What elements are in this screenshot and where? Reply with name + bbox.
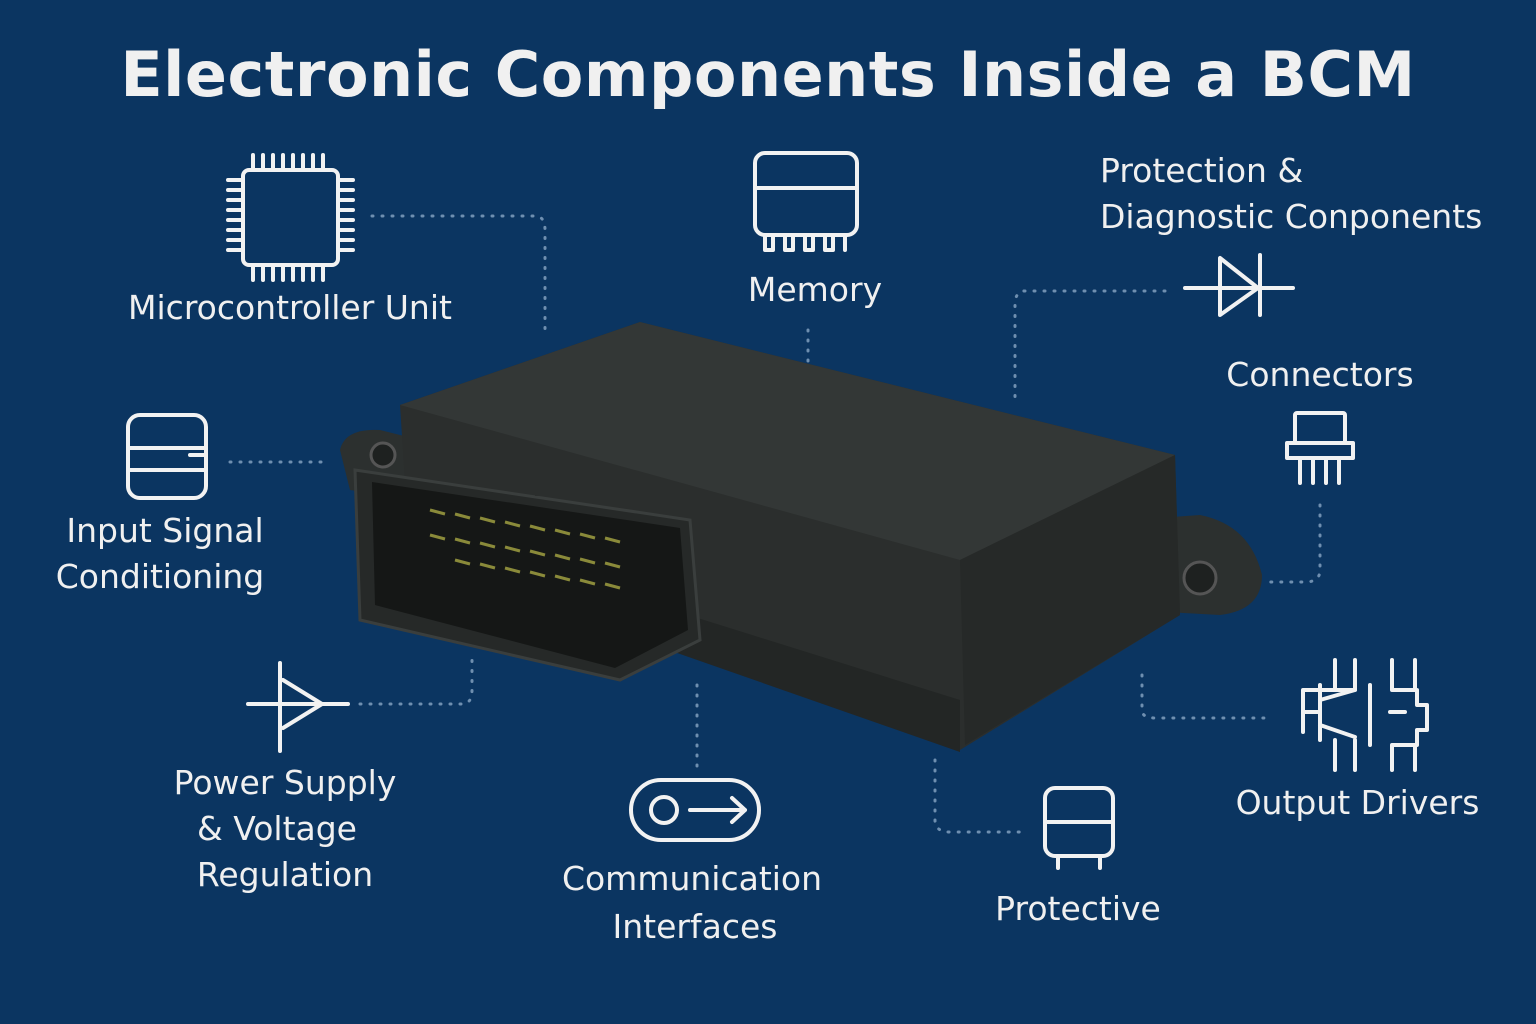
connector-icon [1285,411,1355,485]
label-power-line3: Regulation [196,855,374,894]
diode-icon [1183,253,1295,317]
page-title: Electronic Components Inside a BCM [120,38,1416,111]
label-protection-line2: Diagnostic Conponents [1100,197,1483,236]
transistor-icon [1301,658,1429,772]
label-input-line2: Conditioning [55,557,265,596]
label-comm-line2: Interfaces [612,907,778,946]
label-mcu: Microcontroller Unit [128,288,452,327]
leader-lines [228,214,1322,834]
label-input-line1: Input Signal [66,511,264,550]
memory-chip-icon [753,151,859,252]
label-power-line1: Power Supply [173,763,397,802]
connector-pins [429,508,621,590]
fuse-icon [1043,786,1115,870]
amplifier-icon [246,661,350,753]
signal-block-icon [126,413,208,500]
label-comm-line1: Communication [561,859,823,898]
comm-arrow-icon [629,778,761,842]
label-protection-line1: Protection & [1100,151,1304,190]
label-power-line2: & Voltage [196,809,357,848]
label-connectors: Connectors [1226,355,1414,394]
label-memory: Memory [747,270,883,309]
label-output: Output Drivers [1235,783,1480,822]
chip-icon [226,153,355,282]
bcm-module [340,322,1262,752]
label-protective: Protective [995,889,1161,928]
